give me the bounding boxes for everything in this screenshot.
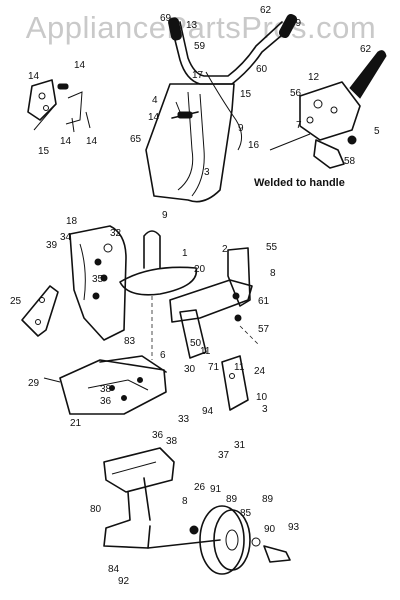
callout-90: 90 — [264, 524, 276, 535]
callout-38-b: 38 — [166, 436, 178, 447]
callout-35: 35 — [92, 274, 104, 285]
callout-11-b: 11 — [234, 362, 245, 373]
callout-15-left: 15 — [38, 146, 50, 157]
callout-14-e: 14 — [148, 112, 160, 123]
callout-50: 50 — [190, 338, 202, 349]
callouts: 69 13 62 59 59 60 17 62 14 14 15 14 14 4… — [10, 5, 380, 587]
callout-37: 37 — [218, 450, 230, 461]
callout-14-b: 14 — [74, 60, 86, 71]
callout-60: 60 — [256, 64, 268, 75]
callout-17: 17 — [192, 70, 204, 81]
callout-12: 12 — [308, 72, 320, 83]
callout-59: 59 — [194, 41, 206, 52]
callout-7: 7 — [296, 120, 302, 131]
callout-33: 33 — [178, 414, 190, 425]
callout-93: 93 — [288, 522, 300, 533]
right-leg-plate — [221, 355, 249, 411]
callout-24: 24 — [254, 366, 266, 377]
callout-21: 21 — [70, 418, 82, 429]
callout-8-bottom: 8 — [182, 496, 188, 507]
depth-bar-bracket — [103, 447, 175, 521]
u-bolt-and-plate — [119, 230, 198, 360]
callout-4: 4 — [152, 95, 158, 106]
callout-26: 26 — [194, 482, 206, 493]
callout-59-top: 59 — [290, 18, 302, 29]
callout-3-top: 3 — [204, 167, 210, 178]
callout-55: 55 — [266, 242, 278, 253]
callout-80: 80 — [90, 504, 102, 515]
callout-56: 56 — [290, 88, 302, 99]
callout-36-a: 36 — [100, 396, 112, 407]
callout-89-a: 89 — [226, 494, 238, 505]
callout-85: 85 — [240, 508, 252, 519]
left-detail-bracket — [27, 79, 91, 133]
callout-2: 2 — [222, 244, 228, 255]
callout-57: 57 — [258, 324, 270, 335]
callout-13: 13 — [186, 20, 198, 31]
callout-6: 6 — [160, 350, 166, 361]
handle-panel — [145, 71, 242, 203]
callout-92: 92 — [118, 576, 130, 587]
wheel — [189, 505, 291, 575]
callout-14-c: 14 — [60, 136, 72, 147]
callout-38-a: 38 — [100, 384, 112, 395]
callout-5: 5 — [374, 126, 380, 137]
callout-9-a: 9 — [238, 123, 244, 134]
callout-30: 30 — [184, 364, 196, 375]
cross-bracket — [169, 247, 259, 359]
callout-32: 32 — [110, 228, 122, 239]
callout-3-bottom: 3 — [262, 404, 268, 415]
left-grip — [168, 17, 182, 41]
welded-note: Welded to handle — [254, 177, 345, 189]
callout-91: 91 — [210, 484, 222, 495]
callout-71: 71 — [208, 362, 220, 373]
callout-69: 69 — [160, 13, 172, 24]
callout-36-b: 36 — [152, 430, 164, 441]
callout-9-b: 9 — [162, 210, 168, 221]
callout-34: 34 — [60, 232, 72, 243]
wheel-axle-bar — [103, 491, 221, 549]
callout-65: 65 — [130, 134, 142, 145]
callout-62-right: 62 — [360, 44, 372, 55]
left-side-plate — [21, 285, 59, 337]
callout-39: 39 — [46, 240, 58, 251]
callout-10: 10 — [256, 392, 268, 403]
callout-11-a: 11 — [200, 346, 211, 357]
callout-8-top: 8 — [270, 268, 276, 279]
callout-29: 29 — [28, 378, 40, 389]
callout-84: 84 — [108, 564, 120, 575]
callout-25: 25 — [10, 296, 22, 307]
callout-89-b: 89 — [262, 494, 274, 505]
right-detail-lever — [269, 50, 387, 169]
watermark-text: AppliancePartsPros.com — [25, 10, 377, 45]
callout-18: 18 — [66, 216, 78, 227]
handle-bar — [168, 13, 298, 85]
callout-20: 20 — [194, 264, 206, 275]
callout-16: 16 — [248, 140, 260, 151]
callout-31: 31 — [234, 440, 246, 451]
callout-15-right: 15 — [240, 89, 252, 100]
callout-62-top: 62 — [260, 5, 272, 16]
tine-shield — [69, 225, 127, 341]
callout-14-a: 14 — [28, 71, 40, 82]
right-grip — [278, 13, 298, 39]
callout-61: 61 — [258, 296, 270, 307]
main-frame — [43, 355, 167, 415]
callout-1: 1 — [182, 248, 188, 259]
callout-14-d: 14 — [86, 136, 98, 147]
callout-94: 94 — [202, 406, 214, 417]
callout-58: 58 — [344, 156, 356, 167]
callout-83: 83 — [124, 336, 136, 347]
